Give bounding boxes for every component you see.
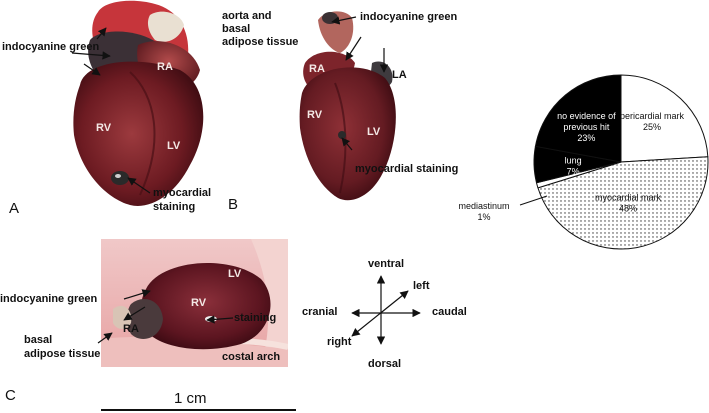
label-a-rv: RV — [96, 122, 112, 134]
label-c-indocyanine-green: indocyanine green — [0, 293, 98, 305]
scale-bar-label: 1 cm — [174, 390, 207, 407]
label-b-la: LA — [392, 69, 407, 81]
pie-label-mediastinum: mediastinum — [458, 201, 509, 211]
arrows-panel-b — [331, 16, 389, 151]
arrows-panel-c — [97, 289, 234, 344]
pie-label-pericardial-mark: pericardial mark — [620, 111, 685, 121]
label-b-rv: RV — [307, 109, 323, 121]
pie-chart — [533, 74, 709, 250]
orientation-dorsal: dorsal — [368, 358, 402, 370]
pie-label-no-evidence-of-previous-hit: previous hit — [563, 122, 610, 132]
pie-label-lung: lung — [565, 156, 582, 166]
panel-letter-b: B — [228, 196, 239, 213]
pie-value-lung: 7% — [567, 167, 580, 177]
orientation-cross — [351, 275, 421, 345]
label-b-ra: RA — [309, 63, 325, 75]
label-b-myocardial-staining: myocardial staining — [355, 163, 459, 175]
label-a-ra: RA — [157, 61, 173, 73]
label-c-rv: RV — [191, 297, 207, 309]
label-b-indocyanine-green: indocyanine green — [360, 11, 458, 23]
pie-label-no-evidence-of-previous-hit: no evidence of — [557, 111, 616, 121]
orientation-right: right — [327, 336, 352, 348]
pie-slice-no-evidence-of-previous-hit — [534, 74, 622, 163]
in-situ-photo-c — [101, 239, 288, 367]
panel-letter-a: A — [9, 200, 20, 217]
heart-photo-a — [73, 0, 204, 206]
orientation-left: left — [413, 280, 430, 292]
pie-value-mediastinum: 1% — [477, 212, 490, 222]
label-c-ra: RA — [123, 323, 139, 335]
label-a-myocardial-staining: myocardial staining — [153, 187, 212, 213]
panel-letter-c: C — [5, 387, 16, 404]
label-c-lv: LV — [228, 268, 242, 280]
pie-label-myocardial-mark: myocardial mark — [595, 193, 662, 203]
pie-value-pericardial-mark: 25% — [643, 122, 661, 132]
label-a-indocyanine-green: indocyanine green — [2, 41, 100, 53]
pie-slice-myocardial-mark — [537, 156, 709, 250]
arrows-panel-a — [71, 27, 151, 194]
label-b-lv: LV — [367, 126, 381, 138]
orientation-caudal: caudal — [432, 306, 467, 318]
pie-value-myocardial-mark: 48% — [619, 204, 637, 214]
label-c-basal-adipose: basal adipose tissue — [24, 334, 101, 360]
label-a-lv: LV — [167, 140, 181, 152]
label-a-aorta-basal: aorta and basal adipose tissue — [222, 10, 299, 48]
label-c-costal-arch: costal arch — [222, 351, 281, 363]
pie-value-no-evidence-of-previous-hit: 23% — [577, 133, 595, 143]
pie-slice-pericardial-mark — [620, 74, 709, 163]
orientation-ventral: ventral — [368, 258, 405, 270]
label-c-staining: staining — [234, 312, 277, 324]
orientation-cranial: cranial — [302, 306, 338, 318]
heart-photo-b — [299, 11, 396, 201]
mediastinum-leader — [519, 195, 548, 206]
